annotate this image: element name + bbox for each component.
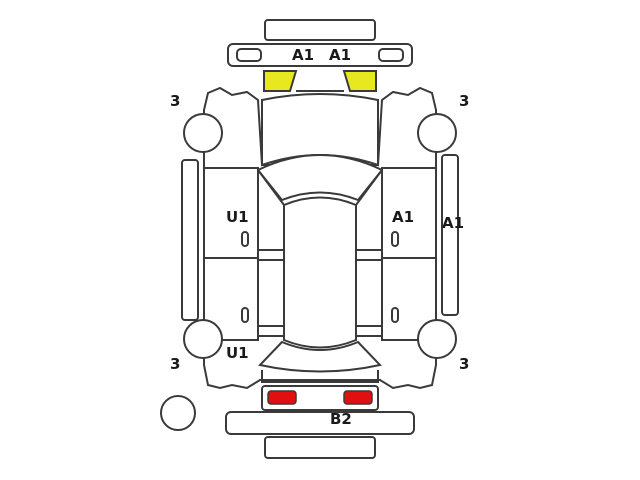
right-front-door	[381, 167, 437, 259]
spare-tire	[160, 395, 196, 431]
front-left-fog-lamp	[236, 48, 262, 62]
rear-right-taillight-marked	[343, 390, 373, 405]
front-left-wheel-code: 3	[170, 92, 180, 110]
rear-right-wheel-code: 3	[459, 355, 469, 373]
left-side-sill	[181, 159, 199, 321]
right-front-door-handle	[391, 231, 399, 247]
rear-bumper-bar	[264, 436, 376, 459]
left-front-door-handle	[241, 231, 249, 247]
rear-window	[258, 340, 382, 373]
front-right-headlight-marked	[342, 70, 377, 92]
front-bumper-left-code: A1	[292, 46, 314, 64]
left-rear-door-handle	[241, 307, 249, 323]
front-left-wheel	[183, 113, 223, 153]
right-a-pillar	[355, 169, 383, 206]
left-rear-door-code: U1	[226, 344, 249, 362]
right-side-sill	[441, 154, 459, 316]
rear-left-wheel-code: 3	[170, 355, 180, 373]
right-front-door-code: A1	[392, 208, 414, 226]
right-sill-code: A1	[442, 214, 464, 232]
front-right-wheel-code: 3	[459, 92, 469, 110]
trunk-lid	[261, 370, 379, 383]
rear-bumper-code: B2	[330, 410, 352, 428]
rear-bumper	[225, 411, 415, 435]
roof	[283, 196, 357, 349]
right-rear-door-handle	[391, 307, 399, 323]
front-right-wheel	[417, 113, 457, 153]
windshield	[256, 154, 384, 202]
front-left-headlight-marked	[263, 70, 298, 92]
front-bumper-bar	[264, 19, 376, 41]
left-rear-pillar-trim	[257, 325, 285, 337]
rear-left-taillight-marked	[267, 390, 297, 405]
right-front-pillar-trim	[355, 249, 383, 261]
left-front-pillar-trim	[257, 249, 285, 261]
front-bumper	[227, 43, 413, 67]
rear-left-wheel	[183, 319, 223, 359]
left-a-pillar	[257, 169, 285, 206]
left-front-door-code: U1	[226, 208, 249, 226]
rear-right-wheel	[417, 319, 457, 359]
front-right-fog-lamp	[378, 48, 404, 62]
front-bumper-right-code: A1	[329, 46, 351, 64]
right-rear-pillar-trim	[355, 325, 383, 337]
